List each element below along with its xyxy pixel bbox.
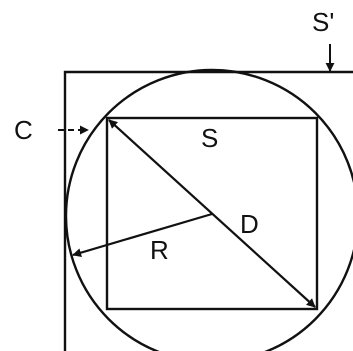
outer-square-s-prime xyxy=(63,70,353,351)
diameter-label: D xyxy=(240,209,259,239)
diameter-arrow-d xyxy=(108,119,316,308)
circle-label: C xyxy=(14,115,33,145)
radius-label: R xyxy=(150,235,169,265)
outer-square-label: S' xyxy=(312,7,334,37)
radius-arrow-r xyxy=(72,212,213,258)
inner-square-s xyxy=(105,116,319,311)
inner-square-label: S xyxy=(201,123,218,153)
circle-c xyxy=(64,68,353,351)
